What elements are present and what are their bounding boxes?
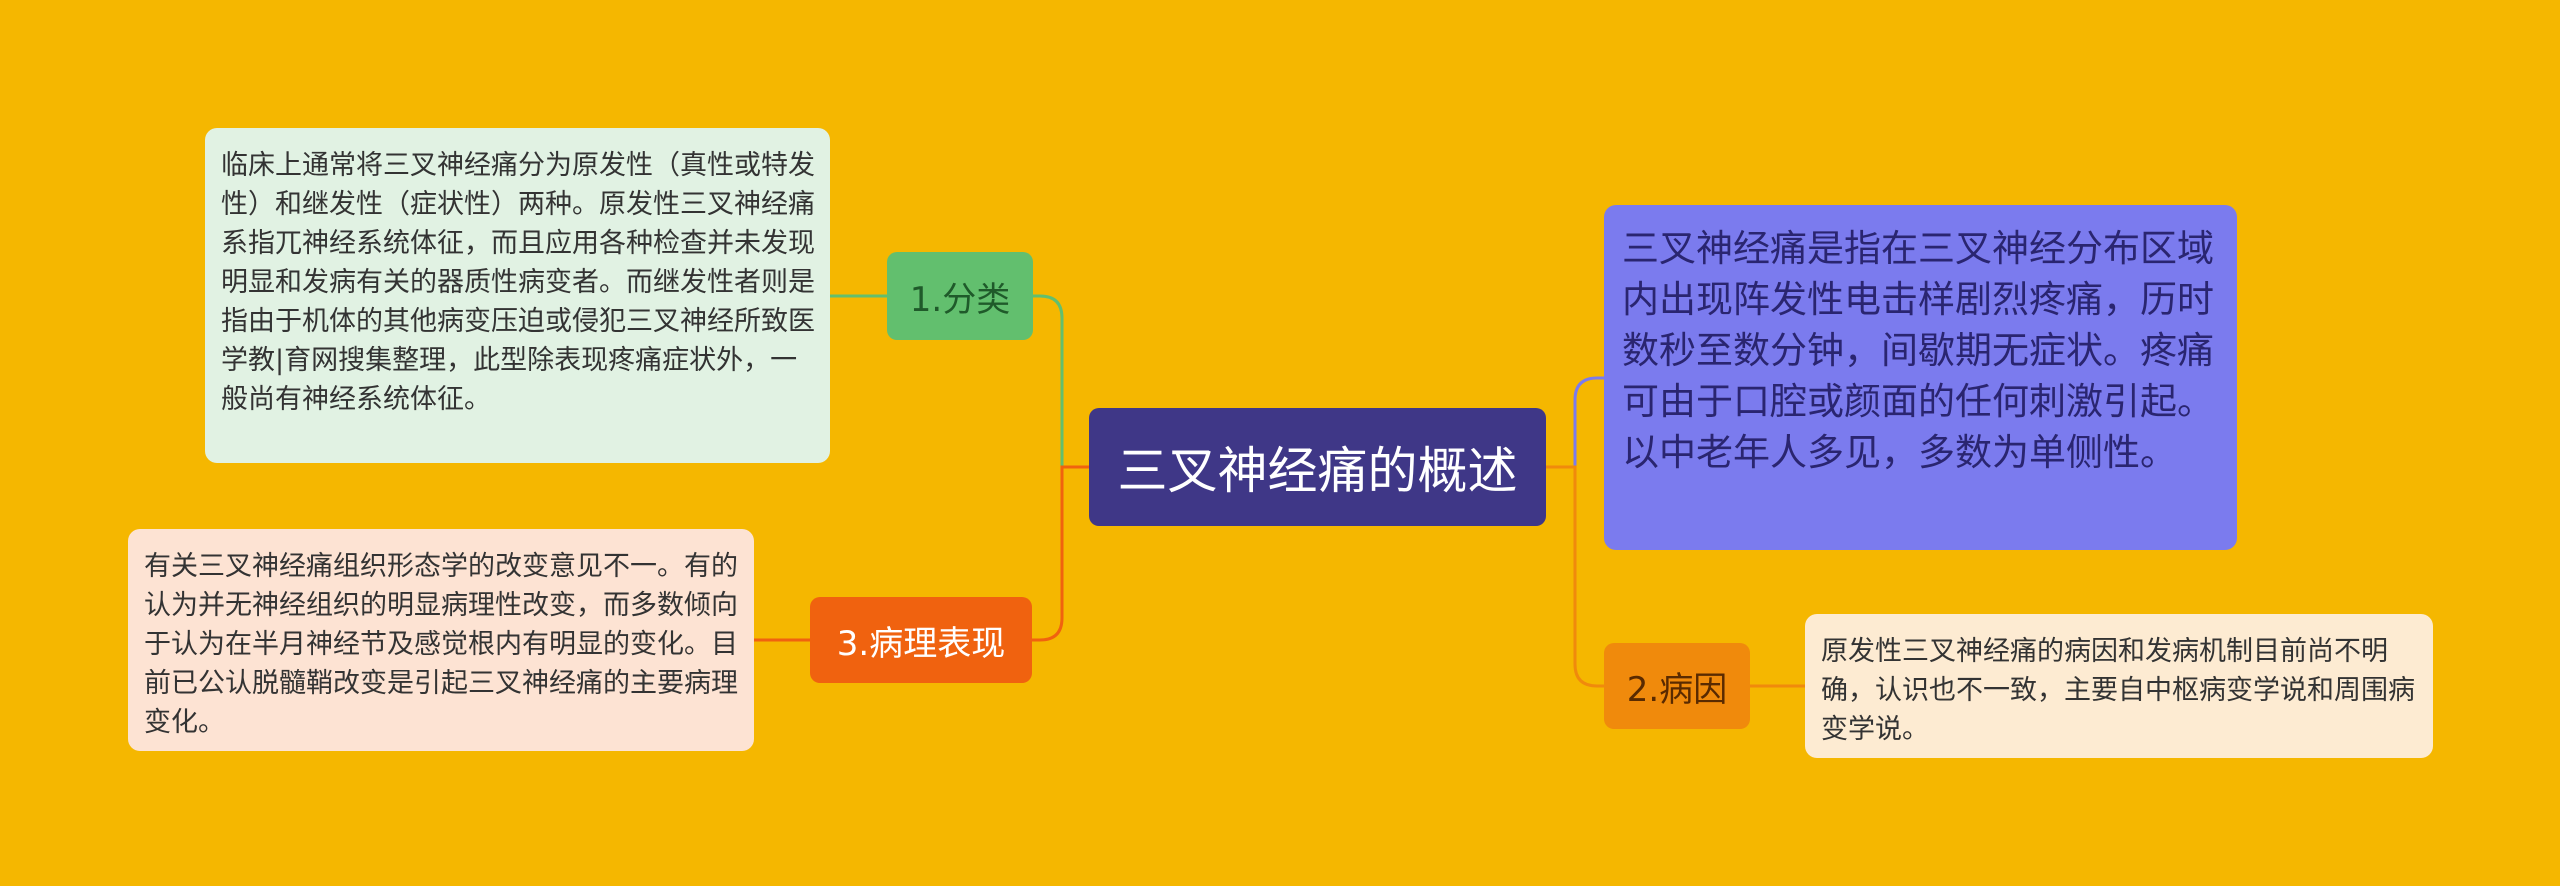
connector-center-to-description (1546, 376, 1604, 469)
detail-node-classification[interactable]: 临床上通常将三叉神经痛分为原发性（真性或特发性）和继发性（症状性）两种。原发性三… (205, 128, 830, 463)
description-node[interactable]: 三叉神经痛是指在三叉神经分布区域内出现阵发性电击样剧烈疼痛，历时数秒至数分钟，间… (1604, 205, 2237, 550)
branch-label-cause: 2.病因 (1626, 669, 1728, 710)
branch-node-classification[interactable]: 1.分类 (887, 252, 1033, 340)
detail-text-pathology: 有关三叉神经痛组织形态学的改变意见不一。有的认为并无神经组织的明显病理性改变，而… (144, 551, 738, 738)
detail-text-cause: 原发性三叉神经痛的病因和发病机制目前尚不明确，认识也不一致，主要自中枢病变学说和… (1821, 636, 2415, 745)
detail-node-pathology[interactable]: 有关三叉神经痛组织形态学的改变意见不一。有的认为并无神经组织的明显病理性改变，而… (128, 529, 754, 751)
branch-node-pathology[interactable]: 3.病理表现 (810, 597, 1032, 683)
branch-node-cause[interactable]: 2.病因 (1604, 643, 1750, 729)
description-text: 三叉神经痛是指在三叉神经分布区域内出现阵发性电击样剧烈疼痛，历时数秒至数分钟，间… (1622, 227, 2214, 474)
central-topic-label: 三叉神经痛的概述 (1117, 442, 1518, 500)
connector-center-to-classification (1033, 294, 1089, 469)
connector-center-to-pathology (1032, 465, 1089, 642)
detail-text-classification: 临床上通常将三叉神经痛分为原发性（真性或特发性）和继发性（症状性）两种。原发性三… (221, 150, 815, 415)
central-topic-node[interactable]: 三叉神经痛的概述 (1089, 408, 1546, 526)
branch-label-classification: 1.分类 (909, 279, 1011, 320)
branch-label-pathology: 3.病理表现 (836, 623, 1006, 664)
connector-center-to-cause (1546, 465, 1604, 688)
detail-node-cause[interactable]: 原发性三叉神经痛的病因和发病机制目前尚不明确，认识也不一致，主要自中枢病变学说和… (1805, 614, 2433, 758)
